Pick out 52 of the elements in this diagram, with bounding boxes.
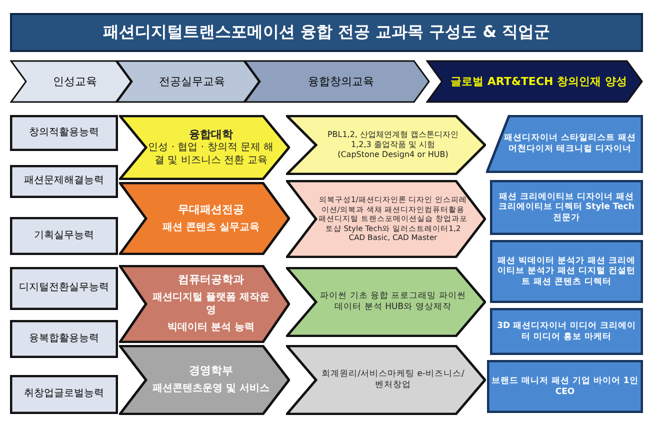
label-text: 융복합활용능력 (29, 332, 99, 346)
title-banner: 패션디지털트랜스포메이션 융합 전공 교과목 구성도 & 직업군 (10, 13, 643, 52)
label-text: 인성교육 (53, 74, 98, 88)
description: 인성 · 협업 · 창의적 문제 해결 및 비즈니스 전환 교육 (148, 142, 274, 168)
competency-box (10, 115, 118, 151)
label-text: 기획실무능력 (34, 230, 94, 242)
heading: 경영학부 (188, 364, 233, 378)
label-text: 패션 크리에이티브 디자이너 패션 크리에이티브 디렉터 Style Tech 전문가 (498, 192, 636, 224)
program-panel (119, 345, 290, 415)
career-box (490, 180, 643, 235)
course-panel (286, 345, 486, 415)
career-box (486, 115, 643, 173)
course-panel (286, 115, 486, 175)
description: 패션 콘텐츠 실무교육 (162, 222, 260, 234)
course-panel (286, 180, 486, 258)
heading: 컴퓨터공학과 (178, 273, 244, 288)
label-text: 브랜드 매니저 패션 기업 바이어 1인 CEO (491, 376, 639, 398)
heading: PBL1,2, 산업체연계형 캡스톤디자인1,2,3 졸업작품 및 시험 (326, 130, 460, 150)
program-panel (119, 182, 290, 255)
career-box (487, 360, 643, 413)
heading: 융합대학 (188, 128, 233, 142)
competency-box (10, 217, 118, 255)
description: 패션디지털 플랫폼 제작운영 (151, 292, 270, 318)
stage-band (116, 60, 260, 103)
competency-box (10, 267, 118, 310)
stage-band (10, 60, 132, 103)
program-panel (119, 115, 290, 180)
label-text: 패션 빅데이터 분석가 패션 크리에이티브 분석가 패션 디지털 컨설턴트 패션 콘텐츠 디렉터 (496, 256, 636, 288)
competency-box (10, 320, 118, 358)
label-text: 창의적활용능력 (29, 126, 99, 140)
description: 패션콘텐츠운영 및 서비스 (152, 383, 270, 396)
description: 빅데이터 분석 능력 (167, 322, 254, 335)
label-text: 취창업글로벌능력 (24, 388, 104, 401)
course-panel (286, 267, 486, 337)
label-text: 회계원리/서비스마케팅 e-비즈니스/벤처창업 (320, 369, 466, 391)
label-text: 파이썬 기초 융합 프로그래밍 파이썬 데이터 분석 HUB와 영상제작 (319, 291, 467, 313)
label-text: 디지털전환실무능력 (19, 282, 109, 295)
heading: 무대패션전공 (178, 202, 244, 217)
label-text: 패션문제해결능력 (24, 175, 104, 188)
label-text: 패션디자이너 스타일리스트 패션머천다이저 테크니컬 디자이너 (503, 133, 637, 155)
label-text: 글로벌 ART&TECH 창의인재 양성 (450, 74, 627, 88)
stage-band (244, 60, 430, 103)
career-box (490, 240, 643, 303)
career-box (490, 308, 643, 355)
program-panel (119, 265, 290, 343)
competency-box (10, 165, 118, 198)
stage-band (426, 60, 643, 103)
competency-box (10, 375, 118, 414)
label-text: 융합창의교육 (308, 74, 374, 88)
description: (CapStone Design4 or HUB) (338, 150, 448, 160)
label-text: 3D 패션디자이너 미디어 크리에이터 미디어 홍보 마케터 (496, 320, 637, 342)
label-text: 전공실무교육 (159, 74, 226, 88)
